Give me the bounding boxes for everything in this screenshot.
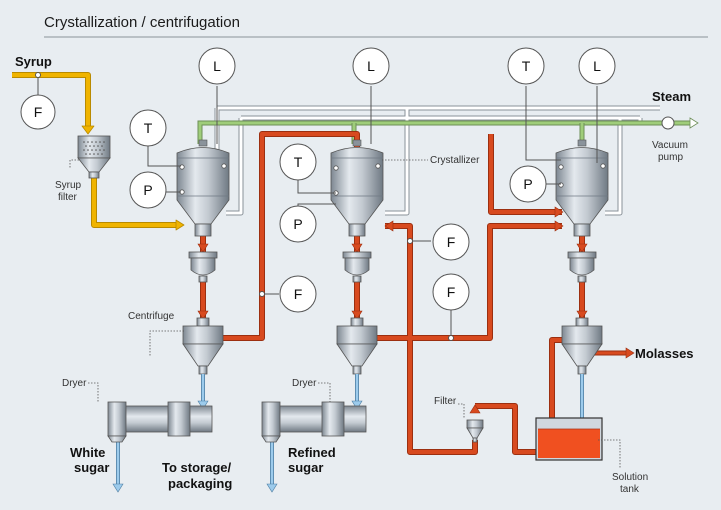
white-sugar-label-2: sugar	[74, 460, 109, 475]
filter-leader	[458, 403, 465, 418]
dryer-1	[107, 401, 213, 443]
syrup-arrow-icon	[81, 125, 95, 135]
mixer-bowl-2	[342, 251, 372, 283]
syrup-label: Syrup	[15, 54, 52, 69]
dryer-2	[261, 401, 367, 443]
instrument-f-centrifuge-1: F	[279, 275, 317, 313]
instrument-l-crystallizer-1: L	[198, 47, 236, 85]
crystallizer-2	[330, 139, 384, 237]
instrument-connectors	[147, 86, 598, 338]
solution-tank-label-2: tank	[620, 484, 640, 495]
svg-text:L: L	[213, 58, 221, 74]
filter-label: Filter	[434, 396, 457, 407]
refined-sugar-label-2: sugar	[288, 460, 323, 475]
mixer-bowl-3	[567, 251, 597, 283]
instrument-t-crystallizer-1: T	[129, 109, 167, 147]
dryer-1-leader	[88, 382, 99, 402]
instrument-f-recycle: F	[432, 223, 470, 261]
svg-text:T: T	[522, 58, 531, 74]
dryer-1-label: Dryer	[62, 378, 87, 389]
svg-text:F: F	[447, 284, 456, 300]
refined-sugar-label-1: Refined	[288, 445, 336, 460]
vacuum-pump-label-2: pump	[658, 152, 683, 163]
syrup-filter-label-1: Syrup	[55, 180, 82, 191]
svg-text:P: P	[143, 182, 152, 198]
instrument-l-crystallizer-2: L	[352, 47, 390, 85]
vacuum-pump-icon	[661, 116, 675, 130]
vacuum-lines	[214, 105, 662, 216]
white-sugar-label-1: White	[70, 445, 105, 460]
svg-text:F: F	[34, 104, 43, 120]
crystallizer-3	[555, 139, 609, 237]
instrument-p-crystallizer-3: P	[509, 165, 547, 203]
syrup-filter-label-2: filter	[58, 192, 78, 203]
centrifuge-2	[336, 317, 378, 375]
diagram-title: Crystallization / centrifugation	[44, 14, 240, 31]
molasses-label: Molasses	[635, 346, 694, 361]
instrument-p-crystallizer-1: P	[129, 171, 167, 209]
instrument-p-crystallizer-2: P	[279, 205, 317, 243]
flow-arrows	[197, 206, 635, 431]
syrup-arrow-icon	[175, 219, 185, 231]
steam-label: Steam	[652, 89, 691, 104]
syrup-filter-leader	[69, 159, 79, 168]
dryer-2-label: Dryer	[292, 378, 317, 389]
solution-tank	[535, 417, 603, 461]
crystallizer-label: Crystallizer	[430, 155, 480, 166]
filter	[466, 419, 484, 443]
centrifuge-3	[561, 317, 603, 375]
dryer-2-leader	[318, 382, 331, 402]
mixer-bowl-1	[188, 251, 218, 283]
instrument-t-crystallizer-2: T	[279, 143, 317, 181]
instrument-t-crystallizer-3: T	[507, 47, 545, 85]
svg-text:P: P	[523, 176, 532, 192]
storage-label-2: packaging	[168, 476, 232, 491]
svg-text:P: P	[293, 216, 302, 232]
instrument-f-centrifuge-2: F	[432, 273, 470, 311]
instrument-f-syrup: F	[20, 94, 56, 130]
instrument-taps	[259, 238, 454, 341]
syrup-filter	[77, 135, 111, 179]
vacuum-pump-label-1: Vacuum	[652, 140, 688, 151]
svg-text:F: F	[294, 286, 303, 302]
centrifuge-1	[182, 317, 224, 375]
svg-text:L: L	[367, 58, 375, 74]
centrifuge-leader	[149, 330, 184, 357]
svg-text:T: T	[144, 120, 153, 136]
instrument-l-crystallizer-3: L	[578, 47, 616, 85]
sugar-lines	[116, 374, 584, 484]
steam-arrow-icon	[689, 117, 699, 129]
svg-text:F: F	[447, 234, 456, 250]
molasses-arrow-icon	[625, 347, 635, 359]
solution-tank-leader	[598, 439, 621, 468]
solution-tank-label-1: Solution	[612, 472, 648, 483]
crystallizer-1	[176, 139, 230, 237]
svg-text:L: L	[593, 58, 601, 74]
storage-label-1: To storage/	[162, 460, 231, 475]
syrup-f-tap	[35, 72, 41, 78]
svg-text:T: T	[294, 154, 303, 170]
centrifuge-label: Centrifuge	[128, 311, 175, 322]
